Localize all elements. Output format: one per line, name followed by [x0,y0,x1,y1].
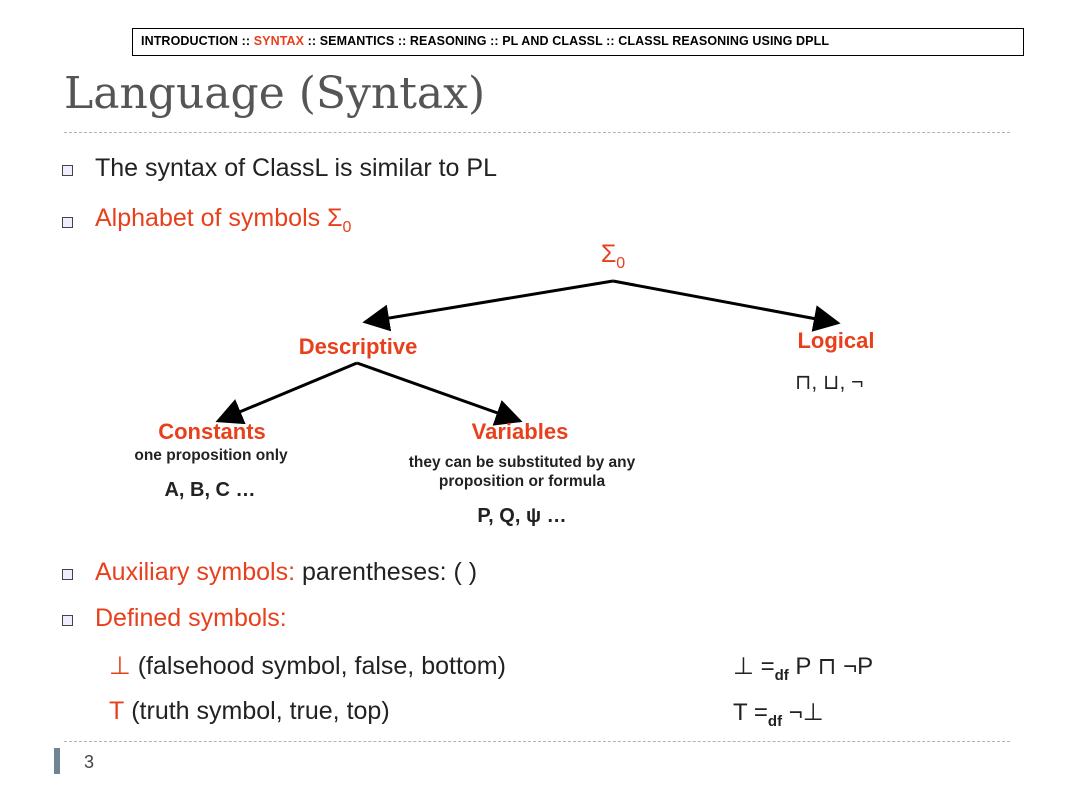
top-definition: T =df ¬⊥ [733,698,824,730]
top-def-lhs: T = [733,699,768,726]
top-symbol: T [109,697,125,725]
auxiliary-text: parentheses: ( ) [295,558,478,586]
nav-suffix: :: SEMANTICS :: REASONING :: PL AND CLAS… [304,34,830,48]
bottom-def-sub: df [774,666,789,684]
top-def-sub: df [767,712,783,730]
variables-note: they can be substituted by any propositi… [409,453,636,491]
constants-examples: A, B, C … [164,479,256,501]
square-bullet-icon [62,615,73,626]
constants-note: one proposition only [134,447,288,464]
logical-connectives: ⊓, ⊔, ¬ [795,371,864,394]
nav-prefix: INTRODUCTION :: [141,34,254,48]
root-label: Σ [600,240,617,268]
tree-node-constants: Constants [158,419,266,444]
variables-note-line1: they can be substituted by any [408,454,636,471]
edge-descriptive-variables [356,361,523,426]
page-number: 3 [84,752,95,772]
top-def-rhs: ¬⊥ [782,699,824,726]
footer-divider [64,741,1010,742]
title-divider [64,132,1010,133]
defined-bottom-row: ⊥ (falsehood symbol, false, bottom) [109,651,506,681]
defined-top-row: T (truth symbol, true, top) [109,697,390,726]
bullet-defined-symbols: Defined symbols: [62,604,287,633]
auxiliary-label: Auxiliary symbols: [95,558,296,586]
variables-note-line2: proposition or formula [438,473,606,490]
square-bullet-icon [62,217,73,228]
edge-root-logical [612,279,841,332]
bottom-description: (falsehood symbol, false, bottom) [130,651,506,680]
tree-root-sigma0: Σ0 [601,240,625,273]
bullet-text: The syntax of ClassL is similar to PL [95,154,497,182]
bottom-definition: ⊥ =df P ⊓ ¬P [733,652,873,684]
nav-active-section: SYNTAX [253,34,305,48]
slide-title: Language (Syntax) [64,68,486,119]
variables-examples: P, Q, ψ … [477,505,567,527]
bullet-syntax-similarity: The syntax of ClassL is similar to PL [62,154,497,183]
footer-accent-bar [54,748,60,774]
tree-node-variables: Variables [471,419,569,444]
top-description: (truth symbol, true, top) [124,697,390,725]
tree-node-logical: Logical [797,328,875,353]
bullet-alphabet: Alphabet of symbols Σ0 [62,204,351,237]
bullet-text: Alphabet of symbols Σ0 [95,204,351,237]
alphabet-label: Alphabet of symbols Σ [95,204,343,232]
bottom-def-lhs: ⊥ = [733,653,775,680]
tree-node-descriptive: Descriptive [298,334,418,359]
bullet-auxiliary-symbols: Auxiliary symbols: parentheses: ( ) [62,558,477,587]
section-nav-bar: INTRODUCTION :: SYNTAX :: SEMANTICS :: R… [132,28,1024,56]
edge-descriptive-constants [215,361,358,425]
square-bullet-icon [62,165,73,176]
bottom-def-rhs: P ⊓ ¬P [788,653,874,680]
square-bullet-icon [62,569,73,580]
defined-label: Defined symbols: [95,604,287,632]
edge-root-descriptive [362,279,614,332]
bottom-symbol: ⊥ [109,652,131,680]
root-subscript: 0 [616,255,626,272]
alphabet-subscript: 0 [342,219,352,236]
